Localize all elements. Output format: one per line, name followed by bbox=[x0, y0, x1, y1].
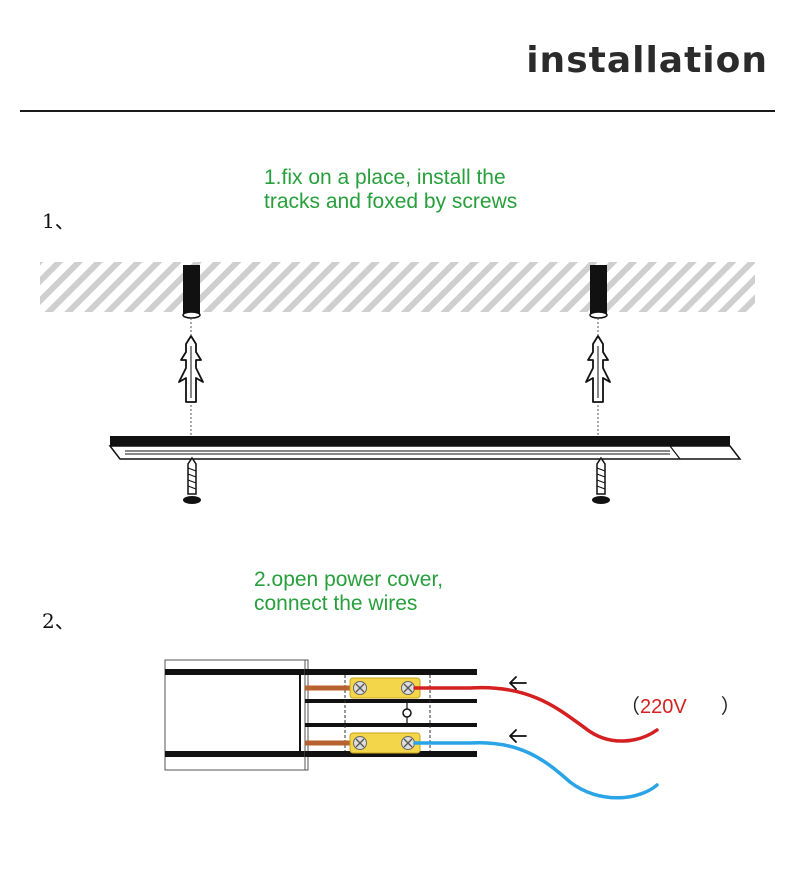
neutral-wire bbox=[413, 740, 659, 800]
step-1-number: 1、 bbox=[42, 209, 75, 233]
terminal-block-bottom bbox=[349, 732, 421, 754]
step-1-caption: 1.fix on a place, install the tracks and… bbox=[264, 166, 517, 214]
arrow-left-icon bbox=[509, 729, 527, 743]
alignment-guides bbox=[190, 318, 599, 435]
terminal-block-top bbox=[349, 677, 421, 699]
step-1-caption-line-1: 1.fix on a place, install the bbox=[264, 166, 506, 189]
page-title: installation bbox=[526, 40, 768, 81]
voltage-value: 220V bbox=[640, 696, 687, 718]
voltage-open-paren: （ bbox=[620, 696, 640, 718]
copper-leads bbox=[305, 685, 350, 746]
step-2-number: 2、 bbox=[42, 609, 75, 633]
step-2-caption: 2.open power cover, connect the wires bbox=[254, 568, 443, 616]
title-divider bbox=[20, 110, 775, 112]
drill-hole-right bbox=[589, 265, 608, 319]
screw-left-icon bbox=[183, 456, 201, 504]
screw-right-icon bbox=[592, 456, 610, 504]
live-wire bbox=[413, 685, 659, 743]
voltage-close-paren: ） bbox=[720, 696, 741, 718]
step-1-caption-line-2: tracks and foxed by screws bbox=[264, 190, 518, 213]
step-2-caption-line-1: 2.open power cover, bbox=[254, 568, 444, 591]
track-rail bbox=[108, 436, 742, 460]
step-2-caption-line-2: connect the wires bbox=[254, 592, 418, 615]
voltage-label: （220V ） bbox=[620, 690, 741, 719]
wall-anchor-left-icon bbox=[178, 335, 204, 403]
ceiling bbox=[40, 262, 755, 312]
arrow-left-icon bbox=[509, 676, 527, 690]
wall-anchor-right-icon bbox=[585, 335, 611, 403]
drill-hole-left bbox=[182, 265, 201, 319]
track-end-section bbox=[164, 659, 309, 771]
